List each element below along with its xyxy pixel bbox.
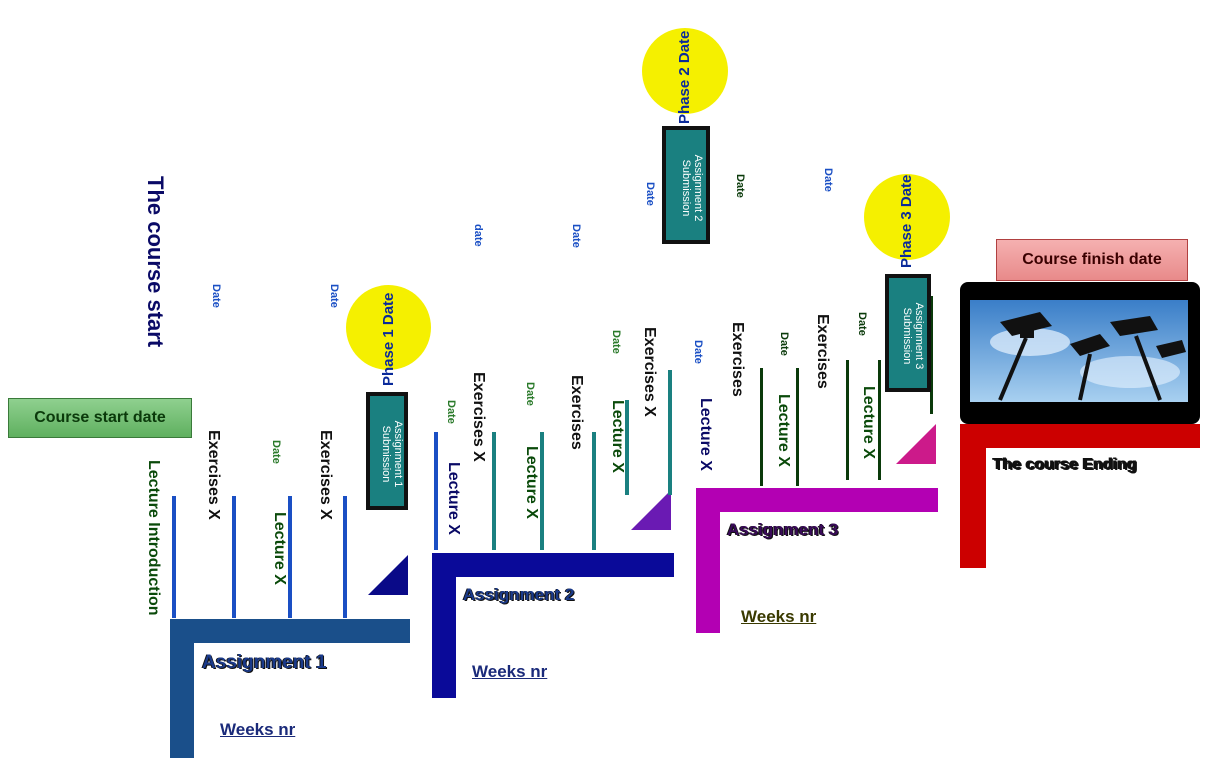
date-label-a3b: Date [778,332,790,356]
assignment-2-triangle [631,490,671,530]
graduation-image [960,282,1200,424]
assignment-3-line-5 [930,296,933,414]
date-label-a2b: Date [524,382,536,406]
phase-2-label: Phase 2 Date [676,30,693,124]
assignment-2-line-2 [492,432,496,550]
lecture-x-label-5: Lecture X [697,398,714,471]
date-label-a2f: Date [644,182,656,206]
assignment-1-submission-box: Assignment 1 Submission [366,392,408,510]
lecture-introduction-label: Lecture Introduction [145,460,162,616]
assignment-1-line-3 [288,496,292,618]
assignment-2-line-6 [668,370,672,495]
exercises-x-label-3: Exercises X [470,372,487,462]
date-label-a3e: Date [822,168,834,192]
assignment-2-label: Assignment 2 [463,585,575,604]
lecture-x-label-7: Lecture X [860,386,877,459]
course-ending-label: The course Ending [993,456,1138,473]
course-start-date-button[interactable]: Course start date [8,398,192,438]
phase-2-circle [642,28,728,114]
phase-3-label: Phase 3 Date [898,174,915,268]
exercises-x-label-1: Exercises X [205,430,222,520]
lecture-x-label-6: Lecture X [775,394,792,467]
assignment-1-step-horizontal [170,619,410,643]
assignment-1-line-4 [343,496,347,618]
assignment-2-step-vertical [432,553,456,698]
exercises-x-label-2: Exercises X [317,430,334,520]
assignment-2-submission-box: Assignment 2 Submission [662,126,710,244]
date-label-a1: Date [270,440,282,464]
course-start-label: The course start [143,176,168,348]
lecture-x-label-1: Lecture X [271,512,288,585]
exercises-label-2: Exercises [729,322,746,397]
assignment-2-line-1 [434,432,438,550]
exercises-label-1: Exercises [568,375,585,450]
assignment-2-submission-label: Assignment 2 Submission [680,154,704,222]
lecture-x-label-3: Lecture X [523,446,540,519]
assignment-3-line-4 [878,360,881,480]
graduation-illustration [970,300,1188,402]
assignment-1-label: Assignment 1 [202,652,327,673]
weeks-3-label: Weeks nr [741,607,817,626]
date-label-a2a: Date [445,400,457,424]
assignment-3-step-horizontal [696,488,938,512]
date-label-a1b: Date [210,284,222,308]
assignment-1-submission-label: Assignment 1 Submission [380,420,404,488]
date-label-a3a: Date [692,340,704,364]
assignment-2-line-4 [592,432,596,550]
assignment-3-line-1 [760,368,763,486]
assignment-3-triangle [896,424,936,464]
phase-1-circle [346,285,431,370]
assignment-1-line-2 [232,496,236,618]
date-label-a2c: Date [610,330,622,354]
exercises-x-label-4: Exercises X [641,327,658,417]
lecture-x-label-2: Lecture X [445,462,462,535]
date-label-a2d: date [472,224,484,247]
date-label-a3d: Date [734,174,746,198]
date-label-a3c: Date [856,312,868,336]
weeks-1-label: Weeks nr [220,720,296,739]
ending-step-horizontal [960,424,1200,448]
assignment-3-step-vertical [696,488,720,633]
assignment-1-line-1 [172,496,176,618]
phase-3-circle [864,174,950,260]
assignment-1-triangle [368,555,408,595]
assignment-3-line-2 [796,368,799,486]
date-label-a2e: Date [570,224,582,248]
assignment-2-line-3 [540,432,544,550]
ending-step-vertical [960,424,986,568]
assignment-3-label: Assignment 3 [727,520,839,539]
weeks-2-label: Weeks nr [472,662,548,681]
assignment-3-submission-label: Assignment 3 Submission [901,302,925,370]
assignment-2-line-5 [625,400,629,495]
assignment-3-submission-box: Assignment 3 Submission [885,274,931,392]
phase-1-label: Phase 1 Date [380,292,397,386]
date-label-a1c: Date [328,284,340,308]
exercises-label-3: Exercises [814,314,831,389]
assignment-3-line-3 [846,360,849,480]
course-finish-date-button[interactable]: Course finish date [996,239,1188,281]
assignment-2-step-horizontal [432,553,674,577]
lecture-x-label-4: Lecture X [609,400,626,473]
